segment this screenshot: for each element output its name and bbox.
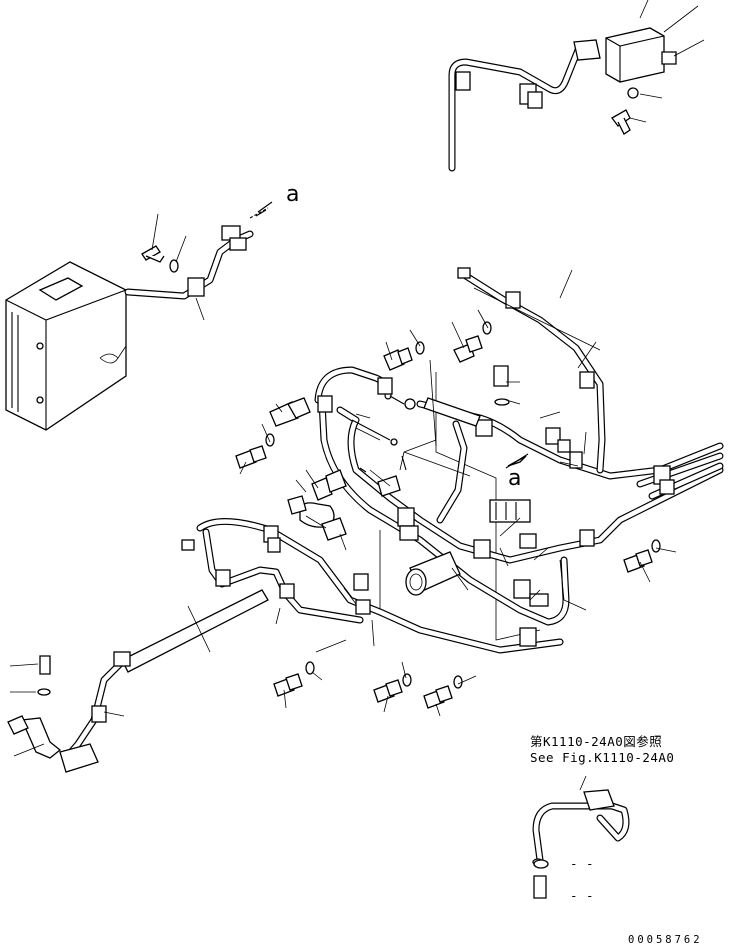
main-harness-assembly bbox=[7, 267, 724, 773]
bulb bbox=[299, 502, 335, 528]
harness-clamp bbox=[579, 529, 595, 547]
referenced-harness bbox=[532, 775, 630, 899]
harness-clamp bbox=[397, 507, 415, 527]
fuse-holder bbox=[423, 397, 481, 427]
bracket bbox=[21, 717, 62, 759]
harness-clamp bbox=[215, 569, 231, 587]
reference-note-english: See Fig.K1110-24A0 bbox=[530, 750, 675, 765]
connector bbox=[529, 593, 549, 607]
washer bbox=[402, 673, 412, 687]
washer bbox=[305, 661, 315, 675]
harness-clamp bbox=[513, 579, 531, 599]
connector bbox=[557, 439, 571, 453]
harness-clamp bbox=[505, 291, 521, 309]
connector bbox=[59, 743, 99, 773]
connector bbox=[545, 427, 561, 445]
controller-box-assembly bbox=[5, 201, 273, 431]
washer bbox=[627, 87, 639, 99]
harness-clamp bbox=[353, 573, 369, 591]
washer bbox=[482, 321, 492, 335]
connector bbox=[573, 39, 601, 61]
harness-clamp bbox=[455, 71, 471, 91]
connector bbox=[38, 277, 84, 301]
harness-clamp bbox=[519, 627, 537, 647]
washer bbox=[169, 259, 179, 273]
harness-clamp bbox=[473, 539, 491, 559]
harness-clamp bbox=[399, 525, 419, 541]
connector bbox=[229, 237, 247, 251]
harness-clamp bbox=[91, 705, 107, 723]
harness-clamp bbox=[579, 371, 595, 389]
leader-dash-upper: - - bbox=[570, 856, 595, 871]
connector bbox=[583, 789, 615, 811]
washer bbox=[453, 675, 463, 689]
plug-end bbox=[7, 715, 29, 735]
washer bbox=[651, 539, 661, 553]
harness-clamp bbox=[267, 537, 281, 553]
leader-dash-lower: - - bbox=[570, 888, 595, 903]
cable-tube bbox=[121, 589, 269, 673]
connector bbox=[569, 451, 583, 469]
relay-box bbox=[605, 27, 665, 83]
bolt bbox=[39, 655, 51, 675]
harness-clamp bbox=[317, 395, 333, 413]
large-connector-face bbox=[405, 568, 427, 596]
harness-clamp bbox=[187, 277, 205, 297]
washer bbox=[494, 398, 510, 406]
washer bbox=[415, 341, 425, 355]
harness-clamp bbox=[659, 479, 675, 495]
controller-box bbox=[5, 261, 127, 431]
ring-terminal bbox=[404, 398, 416, 410]
detail-marker-a-lower: a bbox=[508, 466, 522, 491]
harness-clamp bbox=[475, 419, 493, 437]
connector bbox=[457, 267, 471, 279]
harness-clamp bbox=[113, 651, 131, 667]
connector bbox=[519, 533, 537, 549]
reference-note-japanese: 第K1110-24A0図参照 bbox=[530, 734, 663, 749]
bolt bbox=[493, 365, 509, 387]
washer bbox=[37, 688, 51, 696]
relay-box-assembly bbox=[448, 0, 705, 172]
harness-clamp bbox=[377, 377, 393, 395]
bolt bbox=[533, 875, 547, 899]
washer bbox=[533, 859, 549, 869]
illustration-code: 00058762 bbox=[628, 934, 703, 946]
bulb-socket bbox=[311, 477, 333, 501]
harness-clamp bbox=[181, 539, 195, 551]
detail-marker-a-upper: a bbox=[286, 182, 300, 207]
harness-clamp bbox=[355, 599, 371, 615]
relay-block bbox=[489, 499, 531, 523]
harness-clamp bbox=[279, 583, 295, 599]
